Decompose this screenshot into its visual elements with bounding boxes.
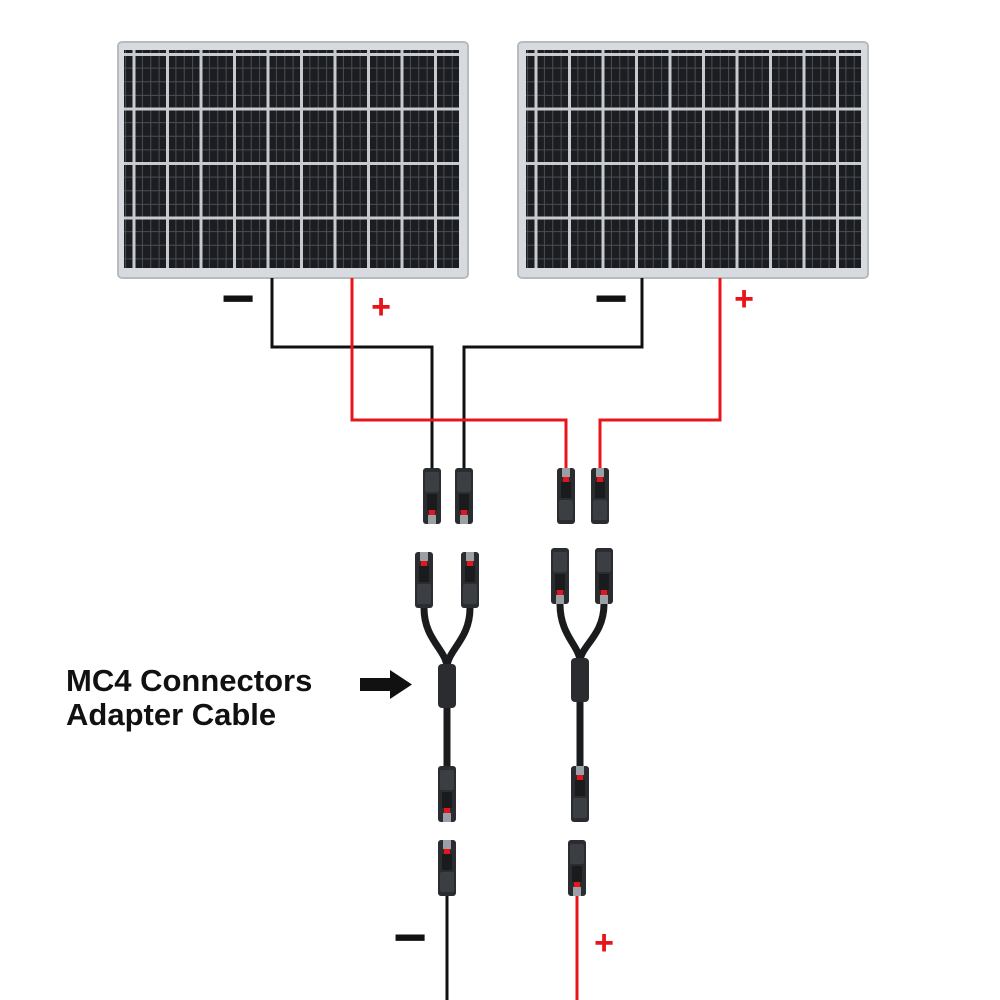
adapter-cable-label-line2: Adapter Cable <box>66 697 277 732</box>
output-lead-positive <box>568 840 586 1000</box>
adapter-cable-label: MC4 Connectors Adapter Cable <box>66 664 366 732</box>
solar-panel-right <box>517 41 869 279</box>
polarity-plus-left: + <box>371 288 391 326</box>
wire-right-positive <box>598 278 722 470</box>
solar-panel-left <box>117 41 469 279</box>
y-branch-adapter-negative <box>415 552 479 822</box>
polarity-minus-left: − <box>221 266 255 331</box>
y-branch-adapter-positive <box>551 548 613 822</box>
polarity-plus-output: + <box>594 924 614 962</box>
wire-right-negative <box>462 278 644 470</box>
polarity-minus-output: − <box>393 905 427 970</box>
arrow-icon <box>360 670 412 699</box>
polarity-minus-right: − <box>594 266 628 331</box>
panel-wires <box>270 278 722 470</box>
panel-lead-connectors <box>423 468 609 524</box>
adapter-cable-label-line1: MC4 Connectors <box>66 663 313 698</box>
wire-left-positive <box>350 278 568 470</box>
polarity-plus-right: + <box>734 280 754 318</box>
output-lead-negative <box>438 840 456 1000</box>
